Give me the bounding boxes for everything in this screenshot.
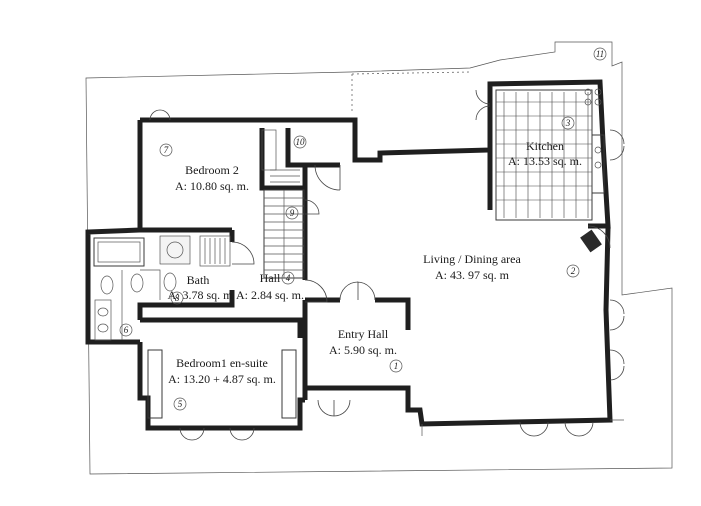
- marker-storage: 10: [293, 135, 307, 149]
- room-area: A: 2.84 sq. m.: [236, 288, 304, 302]
- room-area: A: 5.90 sq. m.: [329, 343, 397, 357]
- terrace-boundary: [85, 41, 673, 475]
- room-bedroom2: Bedroom 2 A: 10.80 sq. m. 7: [159, 143, 249, 193]
- room-number: 7: [164, 145, 169, 155]
- room-number: 4: [286, 273, 291, 283]
- doors: [147, 129, 611, 419]
- room-living: Living / Dining area A: 43. 97 sq. m 2: [423, 252, 580, 282]
- room-name: Bedroom 2: [185, 163, 239, 177]
- room-number: 2: [571, 266, 576, 276]
- room-area: A: 43. 97 sq. m: [435, 268, 510, 282]
- marker-terrace: 11: [593, 47, 607, 61]
- room-name: Living / Dining area: [423, 252, 521, 266]
- room-area: A: 10.80 sq. m.: [175, 179, 249, 193]
- room-area: A: 3.78 sq. m: [167, 288, 233, 302]
- room-area: A: 13.20 + 4.87 sq. m.: [168, 372, 276, 386]
- windows: [149, 89, 625, 441]
- room-kitchen: Kitchen A: 13.53 sq. m. 3: [508, 116, 582, 168]
- room-number: 1: [394, 361, 399, 371]
- room-number: 8: [175, 293, 180, 303]
- bath-fixtures: [93, 235, 231, 341]
- marker-ensuite: 6: [119, 323, 133, 337]
- room-number: 3: [565, 118, 571, 128]
- room-name: Kitchen: [526, 139, 564, 153]
- room-bedroom1: Bedroom1 en-suite A: 13.20 + 4.87 sq. m.…: [168, 356, 276, 411]
- stair: [263, 169, 305, 279]
- marker-stair: 9: [285, 206, 299, 220]
- svg-text:6: 6: [124, 325, 129, 335]
- room-hall: Hall A: 2.84 sq. m. 4: [236, 271, 304, 302]
- svg-text:10: 10: [296, 137, 306, 147]
- room-name: Entry Hall: [338, 327, 389, 341]
- room-number: 5: [178, 399, 183, 409]
- room-name: Hall: [260, 271, 281, 285]
- svg-text:9: 9: [290, 208, 295, 218]
- room-entry: Entry Hall A: 5.90 sq. m. 1: [329, 327, 403, 373]
- kitchen-tiles: [495, 88, 605, 221]
- room-bath: Bath A: 3.78 sq. m 8: [167, 273, 233, 305]
- room-name: Bedroom1 en-suite: [176, 356, 268, 370]
- room-name: Bath: [187, 273, 210, 287]
- room-area: A: 13.53 sq. m.: [508, 154, 582, 168]
- svg-text:11: 11: [596, 49, 604, 59]
- walls: [85, 79, 613, 431]
